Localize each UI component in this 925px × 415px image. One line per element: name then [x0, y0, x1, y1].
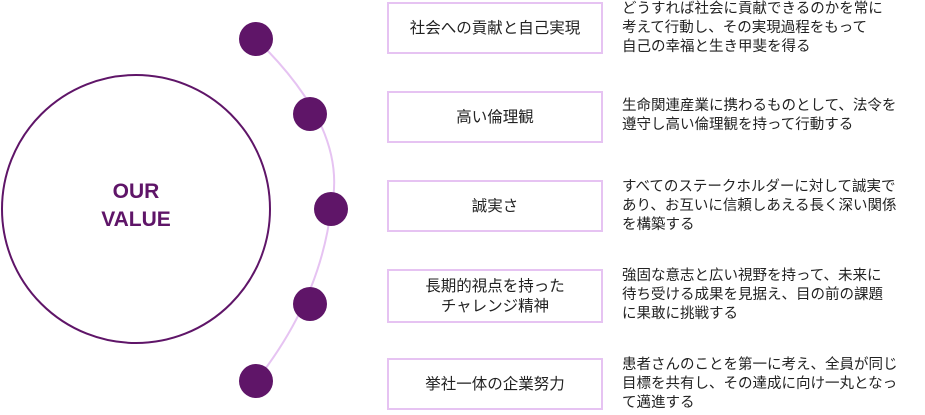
value-title-box: 長期的視点を持った チャレンジ精神	[387, 269, 603, 323]
value-dot-5	[239, 364, 273, 398]
value-title-box: 挙社一体の企業努力	[387, 358, 603, 410]
value-dot-4	[293, 287, 327, 321]
value-description: 生命関連産業に携わるものとして、法令を 遵守し高い倫理観を持って行動する	[622, 98, 897, 133]
value-title: 高い倫理観	[456, 108, 534, 126]
our-value-circle	[1, 74, 271, 344]
value-title-box: 社会への貢献と自己実現	[387, 2, 603, 54]
value-title: 社会への貢献と自己実現	[409, 19, 581, 37]
our-value-line2: VALUE	[101, 208, 171, 231]
value-dot-3	[314, 192, 348, 226]
value-title-box: 高い倫理観	[387, 91, 603, 143]
value-title: 長期的視点を持った チャレンジ精神	[425, 277, 565, 315]
value-title-box: 誠実さ	[387, 180, 603, 232]
value-description: 患者さんのことを第一に考え、全員が同じ 目標を共有し、その達成に向け一丸となっ …	[622, 357, 898, 411]
our-value-line1: OUR	[112, 180, 160, 203]
our-value-label: OUR VALUE	[36, 178, 236, 234]
value-title: 誠実さ	[471, 197, 519, 215]
value-dot-2	[293, 97, 327, 131]
value-description: 強固な意志と広い視野を持って、未来に 待ち受ける成果を見据え、目の前の課題 に果…	[622, 268, 883, 322]
value-description: すべてのステークホルダーに対して誠実で あり、お互いに信頼しあえる長く深い関係 …	[622, 179, 897, 233]
value-description: どうすれば社会に貢献できるのかを常に 考えて行動し、その実現過程をもって 自己の…	[622, 1, 883, 55]
value-dot-1	[239, 22, 273, 56]
value-title: 挙社一体の企業努力	[425, 375, 565, 393]
